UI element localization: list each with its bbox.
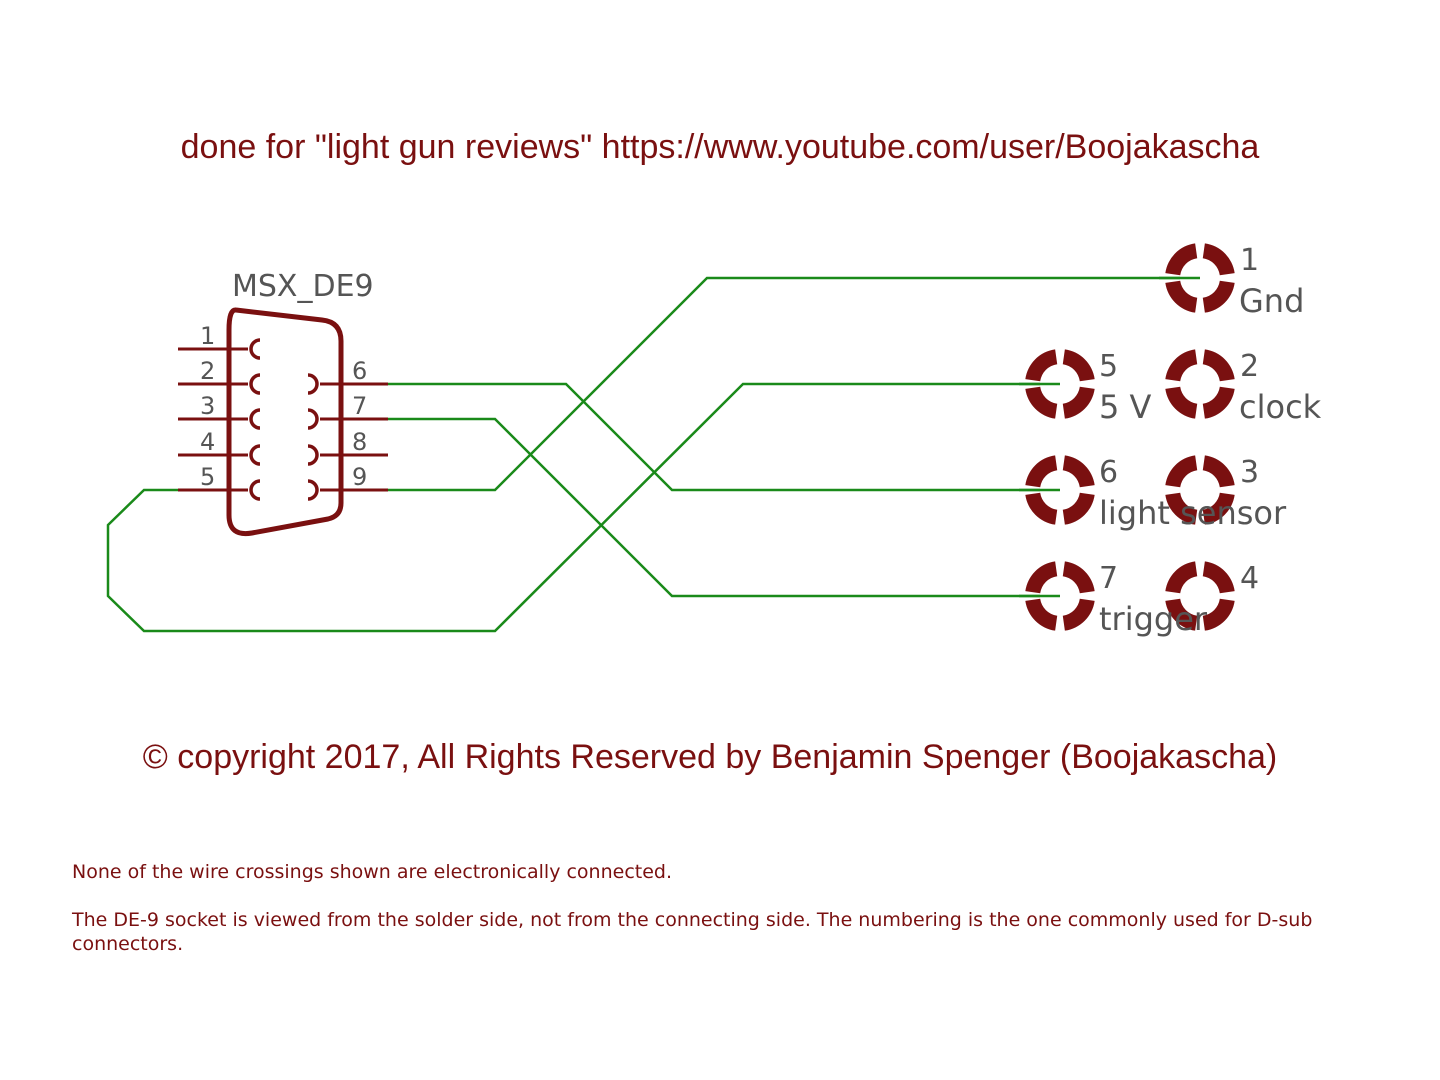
pad-segment xyxy=(1202,598,1235,631)
socket-number: 5 xyxy=(1099,349,1118,384)
connector-pin-label: 4 xyxy=(200,428,215,456)
socket-number: 1 xyxy=(1240,243,1259,278)
socket-label: trigger xyxy=(1099,600,1208,638)
pad-segment xyxy=(1202,455,1235,488)
pad-segment xyxy=(1062,455,1095,488)
pad-segment xyxy=(1165,280,1198,313)
note-wire-crossings: None of the wire crossings shown are ele… xyxy=(72,861,673,883)
pad-segment xyxy=(1165,455,1198,488)
page-title: done for "light gun reviews" https://www… xyxy=(180,128,1260,166)
wires xyxy=(106,276,1180,633)
pad-segment xyxy=(1062,349,1095,382)
socket-pad xyxy=(1159,243,1235,313)
pad-segment xyxy=(1202,386,1235,419)
connector-pin-label: 8 xyxy=(352,428,367,456)
socket-pad xyxy=(1019,455,1095,525)
socket-label: Gnd xyxy=(1239,282,1304,320)
pad-segment xyxy=(1165,598,1198,631)
pad-segment xyxy=(1025,598,1058,631)
pad-segment xyxy=(1062,561,1095,594)
pad-segment xyxy=(1062,598,1095,631)
note-solder-side: The DE-9 socket is viewed from the solde… xyxy=(72,909,1313,955)
connector-pin-stubs xyxy=(178,347,388,492)
socket-number: 6 xyxy=(1099,455,1118,490)
pad-segment xyxy=(1025,455,1058,488)
pad-segment xyxy=(1165,492,1198,525)
pad-segment xyxy=(1165,243,1198,276)
pad-segment xyxy=(1062,492,1095,525)
pad-segment xyxy=(1025,386,1058,419)
socket-pads xyxy=(1019,243,1235,631)
socket-pad xyxy=(1165,561,1235,631)
pad-segment xyxy=(1202,243,1235,276)
socket-pad xyxy=(1019,349,1095,419)
socket-pad xyxy=(1165,455,1235,525)
de9-pin-contacts xyxy=(249,338,319,501)
socket-number: 3 xyxy=(1240,455,1259,490)
pad-segment xyxy=(1165,349,1198,382)
connector-pin-label: 1 xyxy=(200,322,215,350)
connector-pin-label: 6 xyxy=(352,357,367,385)
wire-pin7-to-trigger xyxy=(388,417,1040,598)
socket-number: 7 xyxy=(1099,561,1118,596)
pad-segment xyxy=(1025,492,1058,525)
wire-pin5-to-5v xyxy=(106,382,1040,633)
pad-segment xyxy=(1202,280,1235,313)
pad-segment xyxy=(1165,561,1198,594)
connector-pin-label: 9 xyxy=(352,463,367,491)
pad-segment xyxy=(1025,349,1058,382)
pad-segment xyxy=(1202,561,1235,594)
socket-label: clock xyxy=(1239,388,1322,426)
connector-pin-label: 2 xyxy=(200,357,215,385)
wire-pin9-to-gnd xyxy=(388,276,1180,492)
pad-segment xyxy=(1202,349,1235,382)
socket-label: 5 V xyxy=(1099,388,1152,426)
de9-connector-outline xyxy=(226,307,344,537)
pad-segment xyxy=(1202,492,1235,525)
pad-segment xyxy=(1165,386,1198,419)
connector-pin-label: 7 xyxy=(352,392,367,420)
socket-number: 4 xyxy=(1240,561,1259,596)
pad-segment xyxy=(1062,386,1095,419)
socket-pad xyxy=(1019,561,1095,631)
connector-pin-label: 3 xyxy=(200,392,215,420)
pad-segment xyxy=(1025,561,1058,594)
connector-pin-label: 5 xyxy=(200,463,215,491)
connector-name: MSX_DE9 xyxy=(232,269,374,304)
socket-number: 2 xyxy=(1240,349,1259,384)
socket-pad xyxy=(1165,349,1235,419)
schematic-diagram: MSX_DE9 1 2 3 4 5 6 7 8 9 1 Gnd 5 5 V 2 … xyxy=(106,243,1322,638)
wire-pin6-to-light-sensor xyxy=(388,382,1040,492)
copyright-text: © copyright 2017, All Rights Reserved by… xyxy=(142,738,1278,776)
socket-label: light sensor xyxy=(1099,494,1287,532)
